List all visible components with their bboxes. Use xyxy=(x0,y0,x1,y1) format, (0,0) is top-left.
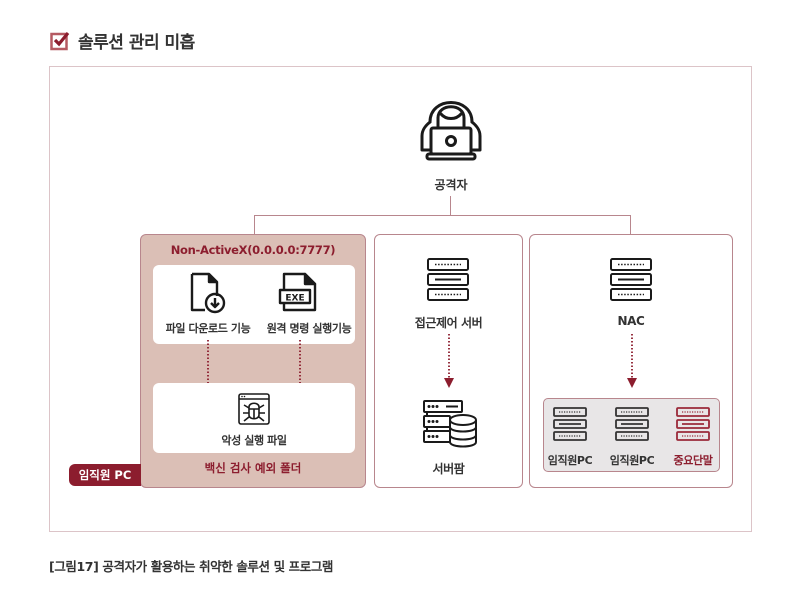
av-exception-folder-label: 백신 검사 예외 폴더 xyxy=(204,461,302,475)
nac-target-label: 임직원PC xyxy=(547,454,593,467)
title-text: 솔루션 관리 미흡 xyxy=(78,33,195,53)
checkbox-checked-icon xyxy=(50,31,70,50)
figure-caption: [그림17] 공격자가 활용하는 취약한 솔루션 및 프로그램 xyxy=(49,559,334,574)
hooded-hacker-laptop-icon xyxy=(420,101,482,161)
feature-label-download: 파일 다운로드 기능 xyxy=(165,322,251,335)
section-title: 솔루션 관리 미흡 xyxy=(50,28,195,53)
exe-file-icon: EXE xyxy=(278,272,317,312)
nac-target-label: 임직원PC xyxy=(609,454,655,467)
nac-label: NAC xyxy=(617,314,645,328)
flow-arrow-down xyxy=(627,334,637,388)
non-activex-label: Non-ActiveX(0.0.0.0:7777) xyxy=(170,243,336,257)
server-farm-label: 서버팜 xyxy=(432,462,465,476)
nac-targets-group xyxy=(543,398,720,472)
connector-branch xyxy=(254,215,631,234)
features-card xyxy=(153,265,355,344)
nac-target-label-critical: 중요단말 xyxy=(673,454,713,467)
connector-line xyxy=(450,196,451,215)
employee-pc-badge: 임직원 PC xyxy=(69,464,141,486)
attacker-label: 공격자 xyxy=(434,178,468,192)
exe-label: EXE xyxy=(285,294,304,304)
pc-server-icon xyxy=(615,407,649,441)
server-farm-icon xyxy=(423,400,477,448)
bug-window-icon xyxy=(238,393,270,425)
diagram-frame xyxy=(49,66,752,532)
flow-arrow-down xyxy=(444,334,454,388)
server-icon xyxy=(427,258,469,301)
access-control-panel xyxy=(374,234,523,488)
critical-terminal-icon xyxy=(676,407,710,441)
file-download-icon xyxy=(190,272,226,314)
feature-label-remote-exec: 원격 명령 실행기능 xyxy=(266,322,352,335)
access-control-server-label: 접근제어 서버 xyxy=(414,316,483,330)
nac-server-icon xyxy=(610,258,652,301)
malware-label: 악성 실행 파일 xyxy=(221,434,287,447)
pc-server-icon xyxy=(553,407,587,441)
